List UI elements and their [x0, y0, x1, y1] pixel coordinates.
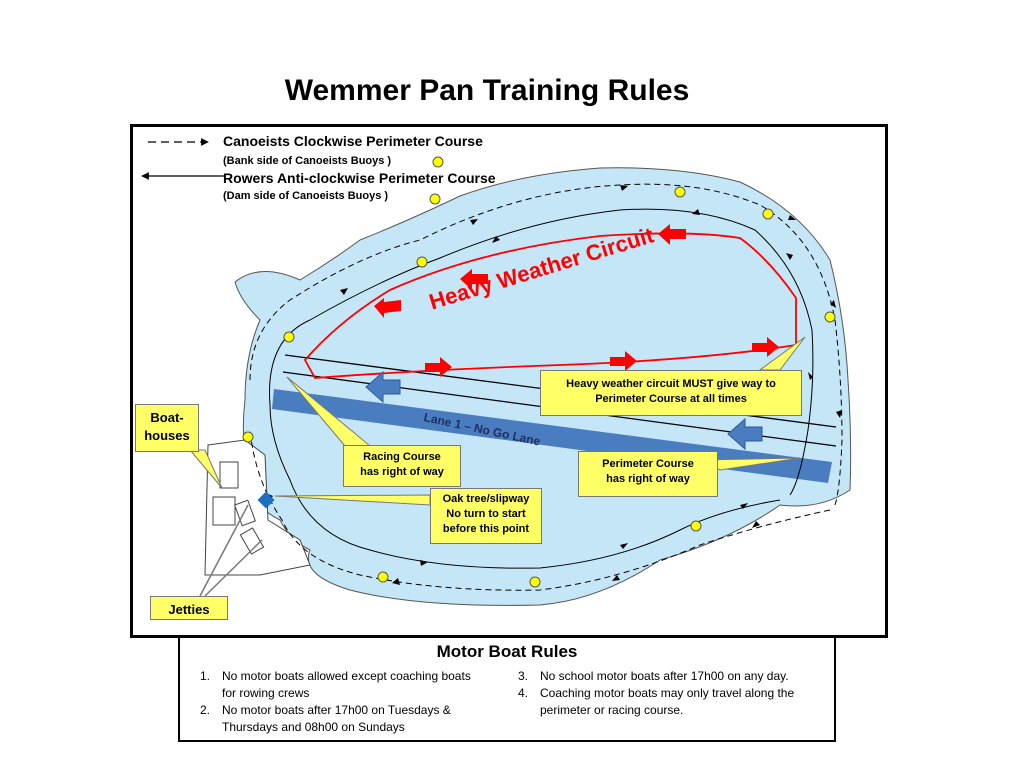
rowers-course [269, 208, 814, 569]
rule-text: No motor boats after 17h00 on Tuesdays &… [222, 703, 451, 734]
direction-arrow [340, 288, 348, 295]
rule-number: 2. [200, 703, 211, 717]
pointer-jetties [199, 504, 249, 597]
direction-arrow [808, 372, 813, 380]
boathouse-2 [212, 496, 236, 526]
jetty-1 [234, 499, 256, 527]
direction-arrow [470, 219, 478, 225]
legend-rowers: Rowers Anti-clockwise Perimeter Course [223, 170, 496, 186]
rule-item: 2. No motor boats after 17h00 on Tuesday… [200, 702, 478, 736]
rule-number: 3. [518, 669, 529, 683]
canoeists-course [249, 183, 843, 591]
red-arrow [425, 357, 452, 377]
pointer-jetties [204, 539, 263, 597]
heavy-weather-circuit [303, 232, 797, 379]
direction-arrow [612, 575, 620, 581]
heavy-weather-rule-callout: Heavy weather circuit MUST give way to P… [540, 370, 802, 416]
direction-arrow [788, 215, 796, 220]
direction-arrow [786, 253, 793, 260]
red-arrow [610, 351, 637, 371]
oak-tree-marker [257, 491, 275, 509]
direction-arrow [752, 521, 760, 528]
buoys [242, 156, 836, 588]
legend-rowers-note: (Dam side of Canoeists Buoys ) [223, 190, 389, 202]
direction-arrow [830, 300, 836, 308]
direction-arrow [392, 578, 400, 585]
direction-arrow [620, 185, 628, 191]
blue-arrow [365, 370, 401, 404]
rule-text: No motor boats allowed except coaching b… [222, 669, 471, 700]
direction-arrow [492, 236, 500, 243]
direction-arrow [420, 560, 428, 566]
motor-boat-rules: Motor Boat Rules 1. No motor boats allow… [178, 636, 836, 742]
red-arrow [374, 298, 401, 318]
rules-column-left: 1. No motor boats allowed except coachin… [200, 668, 478, 736]
direction-arrow [692, 209, 700, 215]
rule-item: 1. No motor boats allowed except coachin… [200, 668, 478, 702]
page-title: Wemmer Pan Training Rules [284, 74, 690, 107]
rule-text: Coaching motor boats may only travel alo… [540, 686, 795, 717]
direction-arrow [836, 410, 842, 418]
rules-title: Motor Boat Rules [436, 642, 578, 661]
boathouse-1 [219, 461, 239, 489]
blue-arrow [727, 417, 763, 451]
red-arrow [752, 337, 779, 357]
legend-canoeists-note: (Bank side of Canoeists Buoys ) [223, 155, 392, 167]
rule-item: 4. Coaching motor boats may only travel … [518, 685, 808, 719]
rules-column-right: 3. No school motor boats after 17h00 on … [518, 668, 808, 719]
perimeter-course-callout: Perimeter Course has right of way [578, 451, 718, 497]
rule-number: 4. [518, 686, 529, 700]
racing-course-callout: Racing Course has right of way [343, 445, 461, 487]
rule-item: 3. No school motor boats after 17h00 on … [518, 668, 808, 685]
jetty-2 [239, 527, 265, 555]
rule-text: No school motor boats after 17h00 on any… [540, 669, 789, 683]
direction-arrow [740, 503, 748, 509]
direction-arrow [620, 543, 628, 549]
red-arrow [460, 269, 488, 290]
rule-number: 1. [200, 669, 211, 683]
legend-canoeists: Canoeists Clockwise Perimeter Course [223, 133, 483, 149]
red-arrow [658, 224, 686, 245]
jetties-callout: Jetties [150, 596, 228, 620]
oak-tree-callout: Oak tree/slipway No turn to start before… [430, 488, 542, 544]
boathouses-callout: Boat- houses [135, 404, 199, 452]
